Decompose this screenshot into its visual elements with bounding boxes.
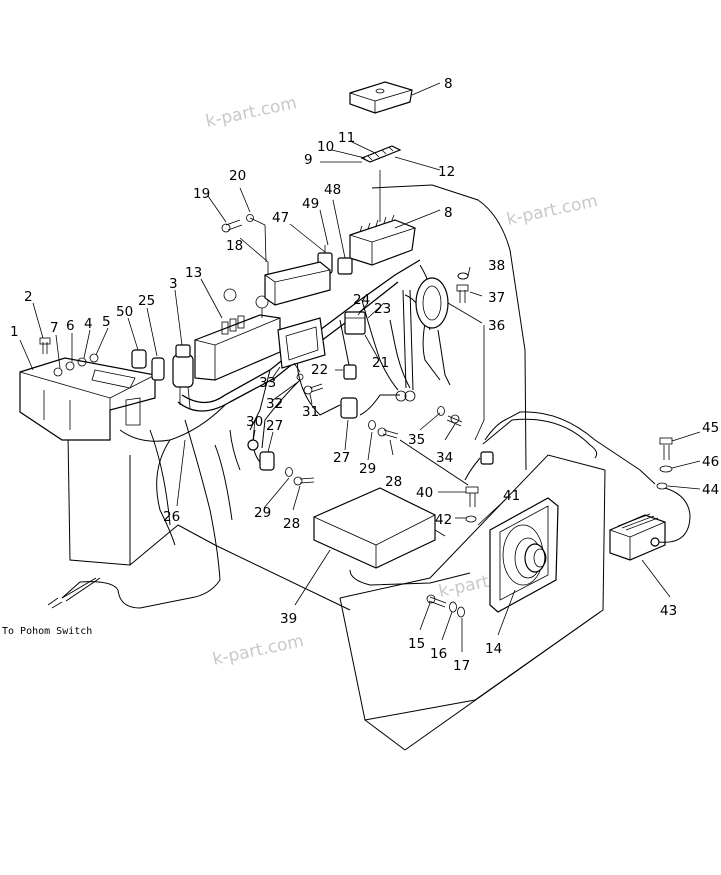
callout-30: 30 xyxy=(246,414,263,430)
cover-box xyxy=(349,81,413,114)
switch-connector xyxy=(47,597,63,609)
callout-10: 10 xyxy=(317,139,334,155)
callout-20: 20 xyxy=(229,168,246,184)
callout-5: 5 xyxy=(102,314,111,330)
cab-frame xyxy=(67,184,606,751)
pohom-switch-note: To Pohom Switch xyxy=(2,626,92,637)
watermark: k-part.com xyxy=(211,631,306,670)
callout-24: 24 xyxy=(353,292,370,308)
callout-13: 13 xyxy=(185,265,202,281)
monitor-module xyxy=(277,317,326,369)
relay xyxy=(344,311,366,335)
bracket xyxy=(264,261,331,306)
controller-unit xyxy=(313,487,446,569)
fuse-box xyxy=(349,214,416,266)
callout-48: 48 xyxy=(324,182,341,198)
fuse-strip xyxy=(360,145,402,163)
callout-7: 7 xyxy=(50,320,59,336)
callout-44: 44 xyxy=(702,482,719,498)
callout-12: 12 xyxy=(438,164,455,180)
watermark: k-part.com xyxy=(505,191,600,230)
fastener xyxy=(39,214,673,618)
callout-31: 31 xyxy=(302,404,319,420)
callout-50: 50 xyxy=(116,304,133,320)
callout-8-top: 8 xyxy=(444,76,453,92)
callout-39: 39 xyxy=(280,611,297,627)
callout-27-left: 27 xyxy=(266,418,283,434)
callout-26: 26 xyxy=(163,509,180,525)
flasher-unit xyxy=(415,277,449,329)
rotary-switch xyxy=(131,344,194,409)
callout-17: 17 xyxy=(453,658,470,674)
callout-18: 18 xyxy=(226,238,243,254)
callout-19: 19 xyxy=(193,186,210,202)
callout-34: 34 xyxy=(436,450,453,466)
speaker xyxy=(489,497,559,613)
callout-47: 47 xyxy=(272,210,289,226)
callout-4: 4 xyxy=(84,316,93,332)
callout-labels: 1 2 7 6 4 5 50 25 3 13 18 19 20 47 49 48… xyxy=(10,76,719,674)
callout-25: 25 xyxy=(138,293,155,309)
callout-22: 22 xyxy=(311,362,328,378)
callout-14: 14 xyxy=(485,641,502,657)
callout-28-upper: 28 xyxy=(385,474,402,490)
control-panel xyxy=(19,353,156,441)
callout-1: 1 xyxy=(10,324,19,340)
connector xyxy=(247,364,494,471)
callout-36: 36 xyxy=(488,318,505,334)
callout-3: 3 xyxy=(169,276,178,292)
callout-15: 15 xyxy=(408,636,425,652)
callout-8-box: 8 xyxy=(444,205,453,221)
callout-49: 49 xyxy=(302,196,319,212)
callout-29-lower: 29 xyxy=(254,505,271,521)
callout-32: 32 xyxy=(266,396,283,412)
callout-41: 41 xyxy=(503,488,520,504)
callout-2: 2 xyxy=(24,289,33,305)
callout-35: 35 xyxy=(408,432,425,448)
callout-33: 33 xyxy=(259,375,276,391)
callout-46: 46 xyxy=(702,454,719,470)
callout-40: 40 xyxy=(416,485,433,501)
callout-21: 21 xyxy=(372,355,389,371)
fuse-relay-box xyxy=(194,288,281,381)
callout-38: 38 xyxy=(488,258,505,274)
callout-11: 11 xyxy=(338,130,355,146)
callout-37: 37 xyxy=(488,290,505,306)
callout-27-right: 27 xyxy=(333,450,350,466)
callout-29-upper: 29 xyxy=(359,461,376,477)
callout-28-lower: 28 xyxy=(283,516,300,532)
callout-9: 9 xyxy=(304,152,313,168)
callout-43: 43 xyxy=(660,603,677,619)
callout-6: 6 xyxy=(66,318,75,334)
watermark: k-part.com xyxy=(204,93,299,132)
callout-23: 23 xyxy=(374,301,391,317)
callout-42: 42 xyxy=(435,512,452,528)
callout-45: 45 xyxy=(702,420,719,436)
leader-lines xyxy=(19,82,701,652)
voltage-regulator xyxy=(609,487,691,561)
callout-16: 16 xyxy=(430,646,447,662)
